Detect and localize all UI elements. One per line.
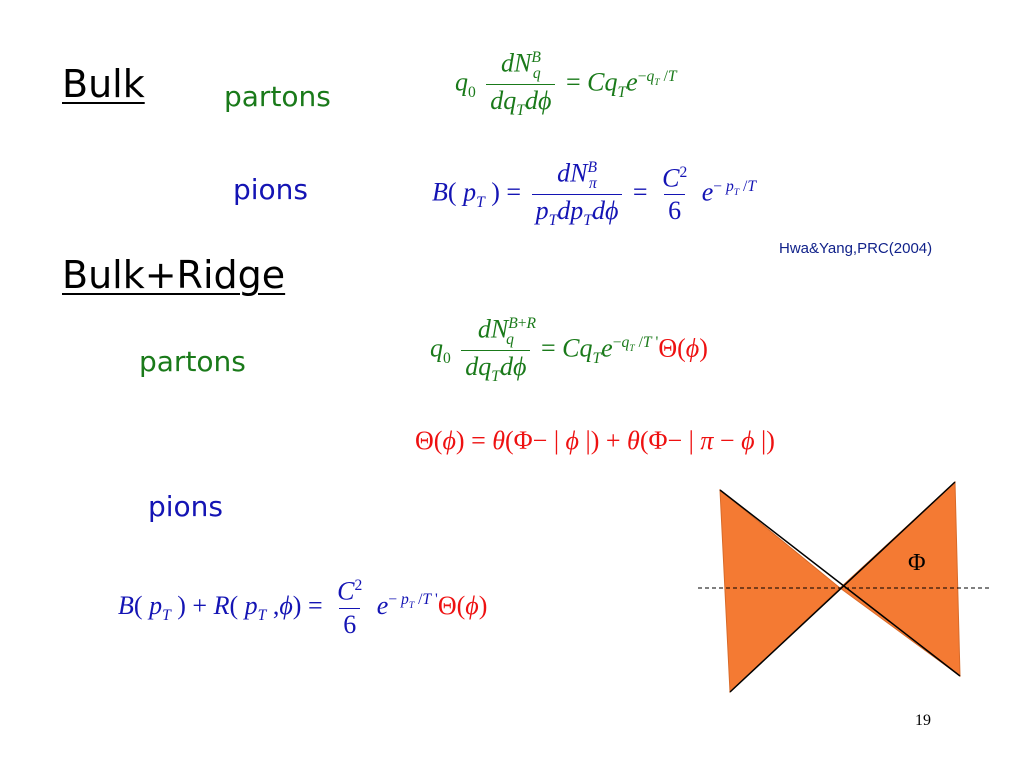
- citation: Hwa&Yang,PRC(2004): [779, 240, 933, 257]
- left-wedge: [719, 488, 841, 694]
- phi-label: Φ: [908, 550, 926, 576]
- label-partons-ridge: partons: [139, 345, 246, 378]
- equation-theta-definition: Θ(ϕ) = θ(Φ− | ϕ |) + θ(Φ− | π − ϕ |): [415, 426, 775, 455]
- heading-bulk: Bulk: [62, 62, 145, 106]
- label-pions-bulk: pions: [233, 173, 309, 206]
- diagonal-line-1: [719, 489, 961, 677]
- heading-bulk-ridge: Bulk+Ridge: [62, 253, 286, 297]
- label-partons-bulk: partons: [224, 80, 331, 113]
- right-wedge: [839, 480, 961, 678]
- page-number: 19: [915, 712, 931, 729]
- diagonal-line-2: [729, 481, 956, 693]
- bowtie-diagram: Φ: [698, 480, 990, 694]
- label-pions-ridge: pions: [148, 490, 224, 523]
